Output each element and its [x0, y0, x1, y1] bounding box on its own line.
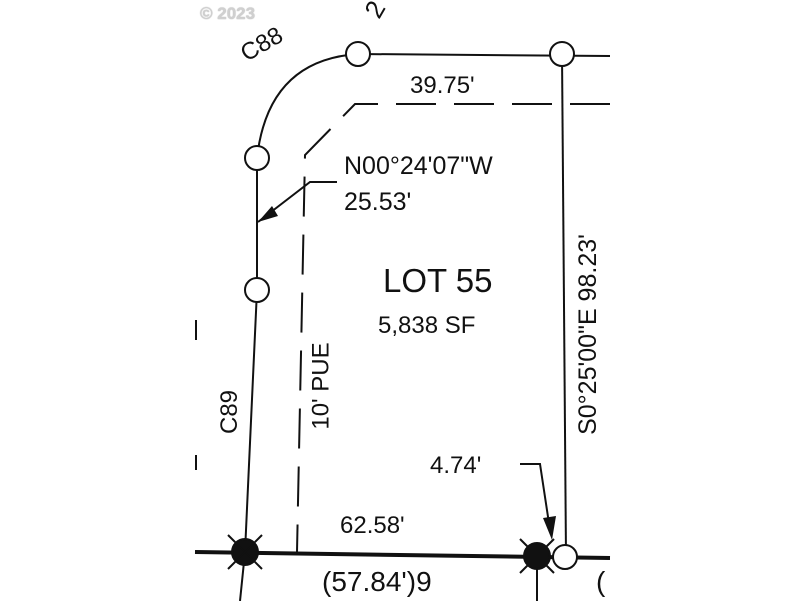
curve-c89-label: C89 — [216, 389, 244, 435]
easement-label: 10' PUE — [307, 342, 335, 430]
bottom-record-label: (57.84')9 — [322, 566, 432, 597]
copyright-watermark: © 2023 — [200, 4, 256, 23]
bearing-right-label: S0°25'00"E 98.23' — [573, 234, 602, 435]
small-distance-label: 4.74' — [430, 452, 482, 479]
distance-left-label: 25.53' — [344, 188, 412, 216]
bearing-left-label: N00°24'07"W — [344, 152, 493, 180]
bottom-fragment-label: ( — [596, 566, 606, 597]
lot-area: 5,838 SF — [378, 312, 476, 339]
lot-name: LOT 55 — [383, 262, 493, 299]
easement-top-distance: 39.75' — [410, 72, 475, 99]
bottom-distance-label: 62.58' — [340, 512, 405, 539]
